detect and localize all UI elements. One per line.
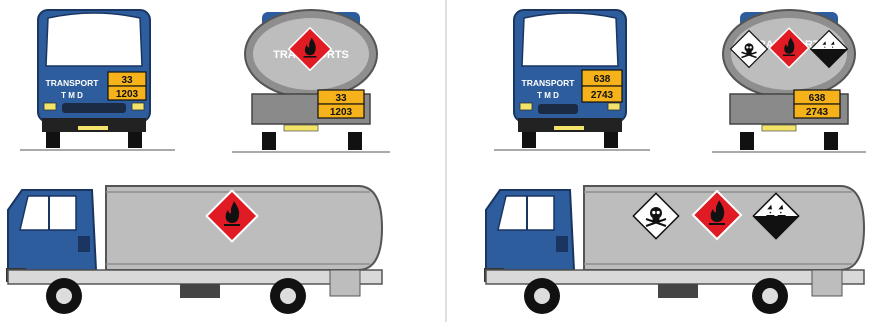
- right-side-view: [484, 186, 864, 314]
- right-front-plate-bottom: 2743: [591, 90, 614, 101]
- right-rear-plate-bottom: 2743: [806, 107, 829, 118]
- left-front-plate-top: 33: [121, 75, 133, 86]
- right-front-view: TRANSPORT T M D 638 2743: [494, 10, 650, 150]
- right-panel: TRANSPORT T M D 638 2743 TRANSPORTS: [484, 10, 866, 314]
- right-front-cab-text-1: TRANSPORT: [522, 78, 576, 88]
- left-front-view: TRANSPORT T M D 33 1203: [20, 10, 175, 150]
- left-panel: TRANSPORT T M D 33 1203 TRANSPORTS: [6, 10, 390, 314]
- right-front-cab-text-2: T M D: [537, 91, 559, 100]
- left-rear-plate-bottom: 1203: [330, 107, 353, 118]
- left-rear-plate-top: 33: [335, 93, 347, 104]
- right-front-plate-top: 638: [594, 74, 611, 85]
- left-front-cab-text-1: TRANSPORT: [46, 78, 100, 88]
- left-front-plate-bottom: 1203: [116, 89, 139, 100]
- left-front-cab-text-2: T M D: [61, 91, 83, 100]
- right-rear-view: TRANSPORTS 638 2743: [712, 10, 866, 152]
- left-side-view: [6, 186, 382, 314]
- left-rear-view: TRANSPORTS 33 1203: [232, 10, 390, 152]
- right-rear-plate-top: 638: [809, 93, 826, 104]
